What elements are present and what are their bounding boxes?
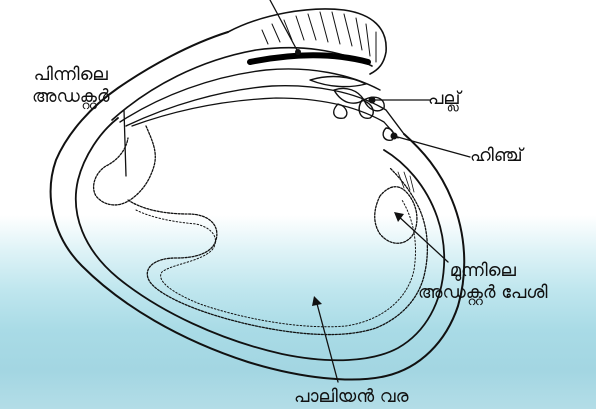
anterior-adductor-label-line2: അഡക്റ്റർ പേശി [418, 282, 548, 304]
pointer-hinge [394, 136, 470, 157]
anterior-scar-texture [398, 172, 414, 192]
posterior-adductor-label-line2: അഡക്റ്റർ [32, 86, 110, 108]
mantle-line [132, 98, 398, 138]
pointer-dot-hinge [391, 133, 398, 140]
pallial-line-label: പാലിയൻ വര [294, 386, 409, 408]
pointer-anterior-adductor [396, 214, 448, 262]
shell-outline [51, 32, 465, 380]
pointer-dot-tooth [369, 97, 376, 104]
posterior-adductor-label: പിന്നിലെ അഡക്റ്റർ [32, 64, 110, 108]
anterior-adductor-label-line1: മുന്നിലെ [418, 260, 548, 282]
dorsal-line-3 [126, 86, 404, 134]
pointer-posterior-adductor [124, 110, 126, 176]
pointer-dot-top [295, 49, 301, 55]
pallial-line-inner [136, 200, 416, 327]
pointer-pallial-line [316, 300, 338, 382]
hinge-band [250, 55, 368, 62]
arrowhead-pallial [312, 296, 322, 306]
shell-inner-edge [76, 118, 444, 360]
pointer-top [270, 0, 298, 52]
hinge-label: ഹിഞ്ച് [470, 145, 523, 167]
posterior-adductor-label-line1: പിന്നിലെ [32, 64, 110, 86]
tooth-label: പല്ല് [428, 88, 460, 110]
anterior-adductor-label: മുന്നിലെ അഡക്റ്റർ പേശി [418, 260, 548, 304]
